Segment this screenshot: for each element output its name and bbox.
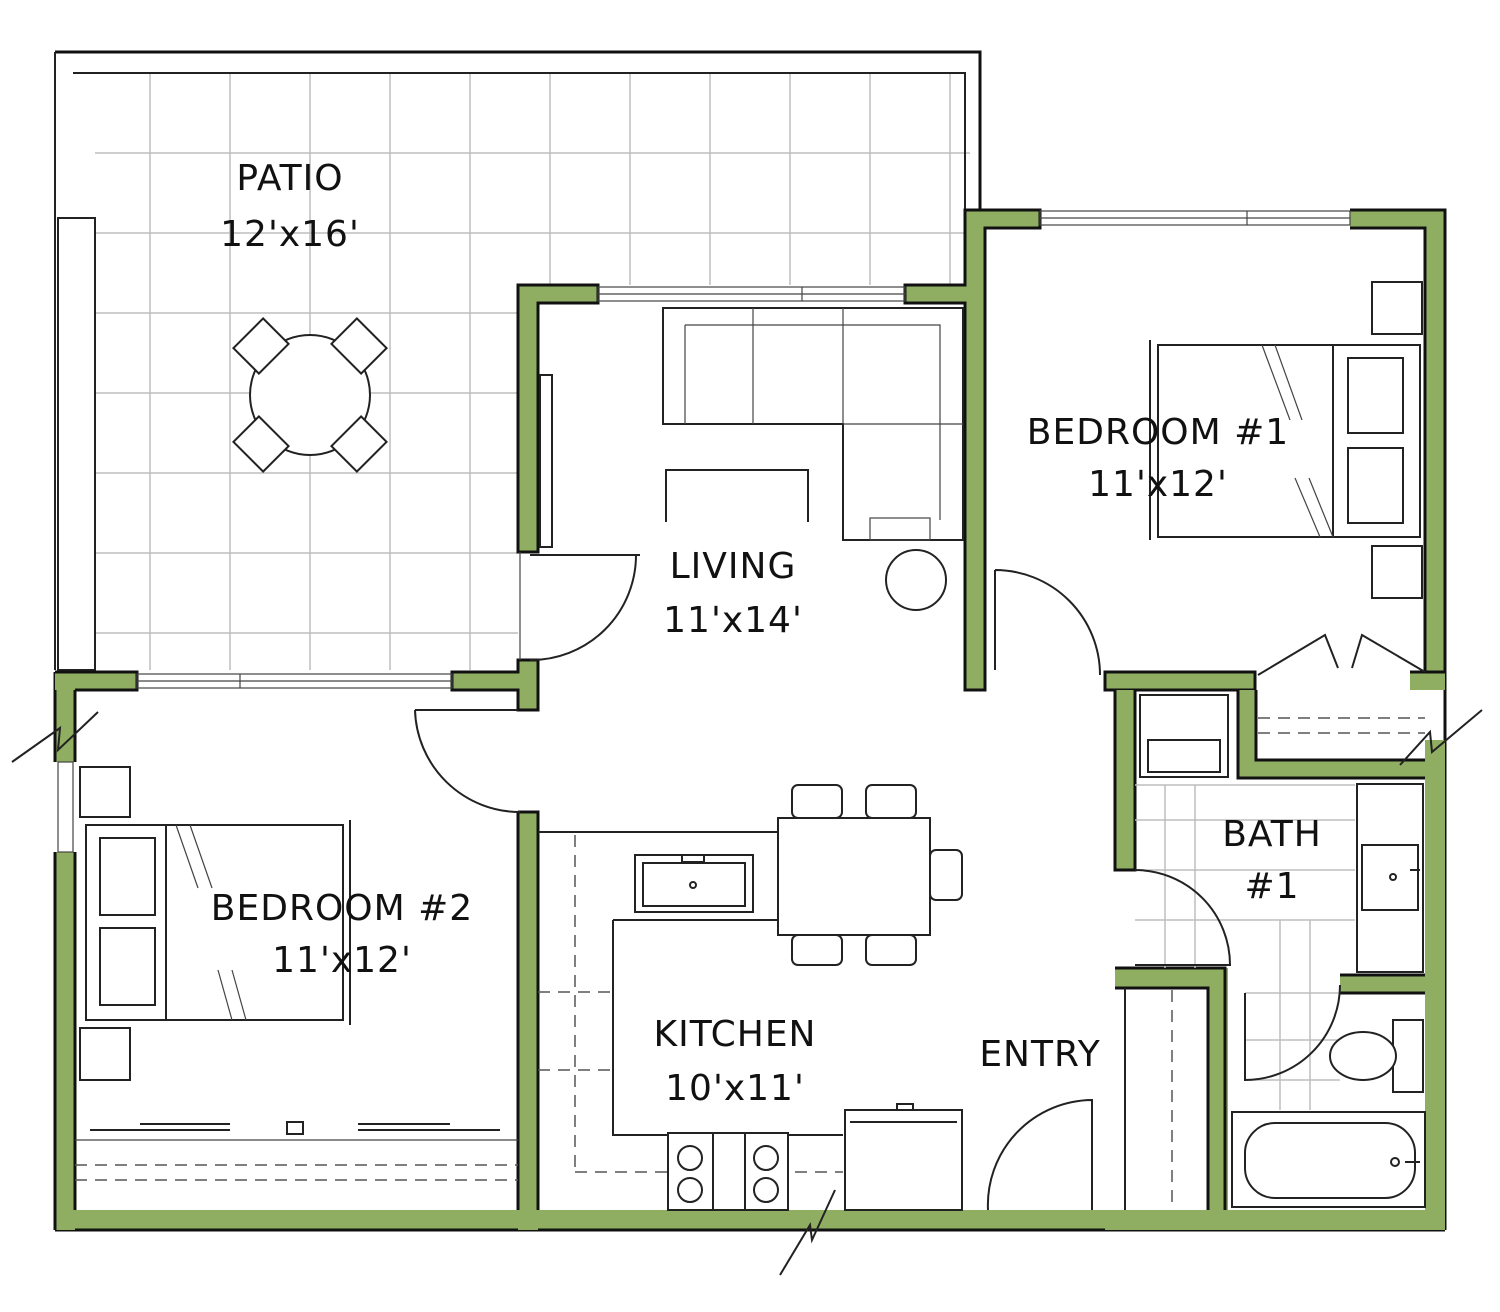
break-lines xyxy=(11,709,1483,1276)
entry-name: ENTRY xyxy=(979,1034,1100,1075)
bathtub xyxy=(1231,1111,1426,1208)
patio-chair xyxy=(232,415,290,473)
kitchen-size: 10'x11' xyxy=(665,1068,805,1109)
dining-chair xyxy=(929,849,963,901)
washer-dryer xyxy=(1139,694,1229,778)
bed xyxy=(85,820,351,1025)
patio-size: 12'x16' xyxy=(220,214,360,255)
nightstand xyxy=(1371,545,1423,599)
bath-vanity xyxy=(1356,783,1424,973)
dining-table xyxy=(777,817,931,936)
dining-chair xyxy=(865,934,917,966)
bedroom2-name: BEDROOM #2 xyxy=(211,888,473,929)
patio-table-set xyxy=(232,317,388,473)
dining-chair xyxy=(865,784,917,819)
bath-door-swing xyxy=(1134,869,1232,966)
bath-floor-tile xyxy=(1135,784,1355,1110)
toilet-door-swing xyxy=(1244,984,1341,1082)
living-room: LIVING 11'x14' xyxy=(519,307,964,662)
kitchen: KITCHEN 10'x11' xyxy=(538,784,963,1211)
nightstand xyxy=(1371,281,1423,335)
patio-door-panel xyxy=(539,374,553,548)
side-table xyxy=(885,549,947,611)
patio-chair xyxy=(232,317,290,375)
dining-chair xyxy=(791,934,843,966)
refrigerator xyxy=(844,1103,963,1211)
bedroom2-closet xyxy=(75,1121,518,1181)
patio-name: PATIO xyxy=(236,158,343,199)
kitchen-sink xyxy=(634,854,754,913)
living-size: 11'x14' xyxy=(663,600,803,641)
patio-chair xyxy=(330,415,388,473)
bed xyxy=(1149,340,1421,540)
patio-table xyxy=(249,334,371,456)
bedroom1-size: 11'x12' xyxy=(1088,464,1228,505)
windows xyxy=(57,210,1351,853)
dining-set xyxy=(777,784,963,966)
bath1-name: BATH xyxy=(1222,814,1322,855)
bedroom2-door-swing xyxy=(414,709,521,813)
bedroom-2: BEDROOM #2 11'x12' xyxy=(75,709,521,1181)
sectional-sofa xyxy=(662,307,964,541)
bedroom1-door-swing xyxy=(994,569,1101,676)
dining-chair xyxy=(791,784,843,819)
nightstand xyxy=(79,1027,131,1081)
coffee-table xyxy=(665,469,809,522)
bedroom-1: BEDROOM #1 11'x12' xyxy=(994,281,1426,734)
kitchen-range xyxy=(667,1132,789,1211)
kitchen-name: KITCHEN xyxy=(654,1014,817,1055)
living-name: LIVING xyxy=(670,546,797,587)
bath1-size: #1 xyxy=(1244,866,1299,907)
entry-door-swing xyxy=(986,1098,1093,1211)
patio-planter xyxy=(57,217,96,671)
bath-1: BATH #1 xyxy=(1134,783,1426,1208)
toilet xyxy=(1329,1019,1424,1093)
bedroom2-size: 11'x12' xyxy=(272,940,412,981)
patio-door-swing xyxy=(529,554,640,662)
walls xyxy=(53,208,1447,1232)
patio-chair xyxy=(330,317,388,375)
closet-doors xyxy=(1257,633,1426,676)
bedroom1-name: BEDROOM #1 xyxy=(1027,412,1289,453)
laundry xyxy=(1139,694,1229,778)
entry: ENTRY xyxy=(979,988,1173,1211)
nightstand xyxy=(79,766,131,818)
